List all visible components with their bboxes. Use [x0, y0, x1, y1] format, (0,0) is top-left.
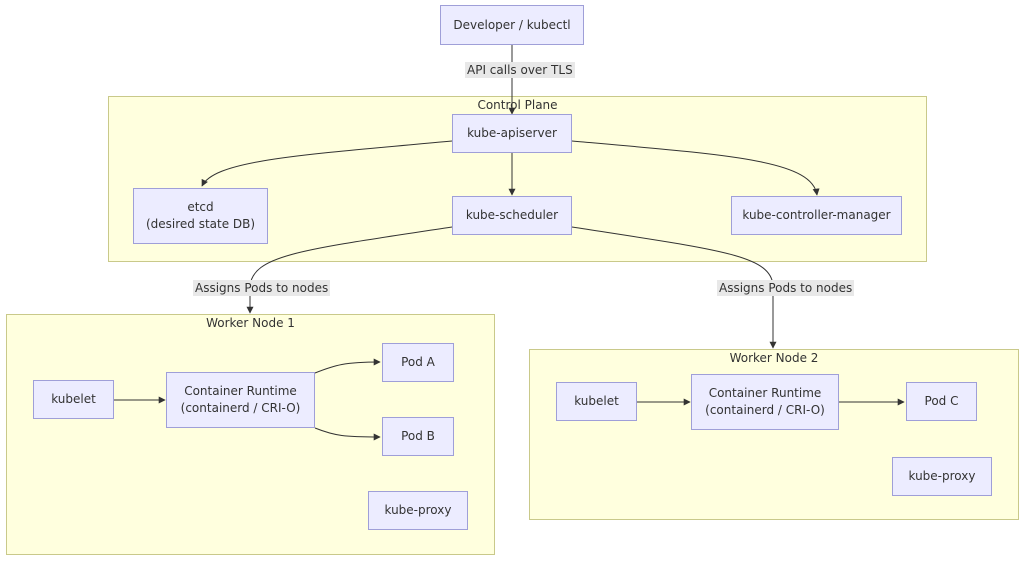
node-w1-pod-a: Pod A — [382, 343, 454, 382]
edge-scheduler-worker2 — [571, 226, 777, 349]
node-w2-container-runtime: Container Runtime (containerd / CRI-O) — [691, 374, 839, 430]
node-kube-scheduler: kube-scheduler — [452, 196, 572, 235]
node-kube-apiserver: kube-apiserver — [452, 114, 572, 153]
node-w1-pod-b: Pod B — [382, 417, 454, 456]
node-etcd: etcd (desired state DB) — [133, 188, 268, 244]
edge-w1-runtime-poda — [314, 358, 381, 374]
worker-node-1-title: Worker Node 1 — [206, 316, 295, 330]
node-w1-kube-proxy: kube-proxy — [368, 491, 468, 530]
edge-apiserver-etcd — [201, 140, 453, 187]
node-kube-controller-manager: kube-controller-manager — [731, 196, 902, 235]
edge-label-api-calls: API calls over TLS — [465, 62, 575, 78]
node-w2-kubelet: kubelet — [556, 382, 637, 421]
node-developer-kubectl: Developer / kubectl — [440, 5, 584, 45]
worker-node-2-title: Worker Node 2 — [729, 351, 819, 365]
edge-w1-runtime-podb — [314, 427, 381, 441]
node-w2-pod-c: Pod C — [906, 382, 977, 421]
edge-label-assigns-worker2: Assigns Pods to nodes — [717, 280, 855, 296]
edge-apiserver-controller — [571, 140, 820, 196]
node-w2-kube-proxy: kube-proxy — [892, 457, 992, 496]
control-plane-title: Control Plane — [477, 98, 558, 112]
edge-label-assigns-worker1: Assigns Pods to nodes — [193, 280, 331, 296]
node-w1-container-runtime: Container Runtime (containerd / CRI-O) — [166, 372, 315, 428]
edge-scheduler-worker1 — [246, 226, 453, 314]
node-w1-kubelet: kubelet — [33, 380, 114, 419]
